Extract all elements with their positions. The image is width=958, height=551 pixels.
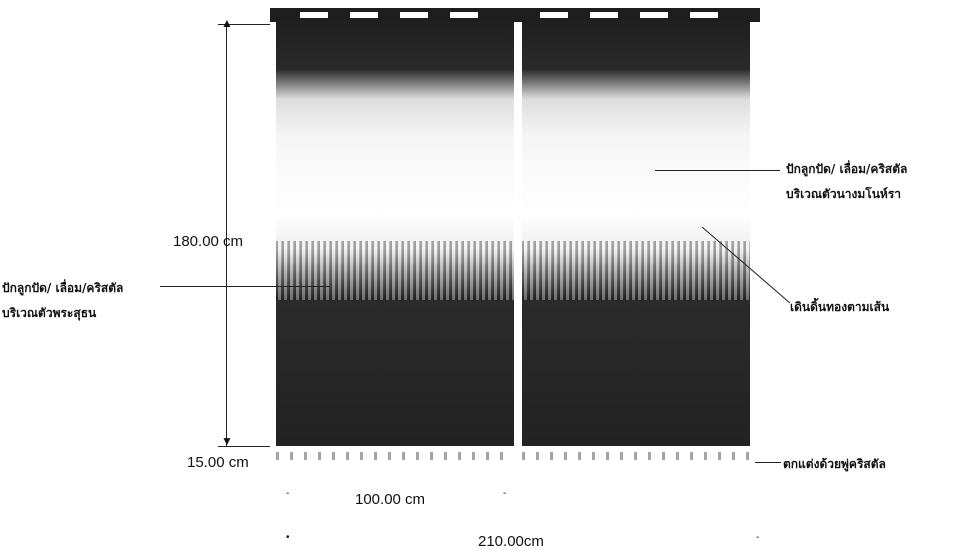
right-bottom-annotation-leader xyxy=(755,462,781,463)
width-total-tick-left: • xyxy=(286,532,290,543)
left-annotation-line2: บริเวณตัวพระสุธน xyxy=(2,306,97,320)
left-annotation-line1: ปักลูกปัด/ เลื่อม/คริสตัล xyxy=(2,281,124,295)
right-mid-annotation: เดินดิ้นทองตามเส้น xyxy=(790,300,890,314)
grass-texture xyxy=(276,240,514,301)
curtain-tab xyxy=(400,12,428,18)
width-panel-tick-left: - xyxy=(286,488,290,499)
width-panel-tick-right: - xyxy=(503,488,507,499)
right-mid-annotation-leader xyxy=(701,226,791,304)
curtain-panel-left xyxy=(276,18,514,446)
curtain-tab xyxy=(590,12,618,18)
curtain-tab xyxy=(450,12,478,18)
curtain-tab xyxy=(350,12,378,18)
right-top-annotation-leader xyxy=(655,170,780,171)
tassel-fringe-left xyxy=(276,452,514,460)
curtain-tab xyxy=(690,12,718,18)
left-annotation-leader xyxy=(160,286,330,287)
right-top-annotation-line1: ปักลูกปัด/ เลื่อม/คริสตัล xyxy=(786,162,908,176)
arrow-up-icon: ▲ xyxy=(221,16,233,30)
grass-texture xyxy=(522,240,750,301)
right-top-annotation-line2: บริเวณตัวนางมโนห์รา xyxy=(786,187,902,201)
curtain-tab xyxy=(300,12,328,18)
tassel-fringe-right xyxy=(522,452,750,460)
height-dimension-line xyxy=(226,24,227,446)
arrow-down-icon: ▼ xyxy=(221,434,233,448)
width-panel-label: 100.00 cm xyxy=(355,491,426,508)
width-total-label: 210.00cm xyxy=(478,533,544,550)
height-dimension-bottom-tick xyxy=(218,446,270,447)
width-total-tick-right: - xyxy=(756,532,760,543)
height-dimension-top-tick xyxy=(218,24,270,25)
height-main-label: 180.00 cm xyxy=(173,233,244,250)
right-bottom-annotation: ตกแต่งด้วยพู่คริสตัล xyxy=(783,457,886,471)
height-bottom-label: 15.00 cm xyxy=(187,454,249,471)
curtain-tab xyxy=(640,12,668,18)
curtain-tab xyxy=(540,12,568,18)
curtain-panel-right xyxy=(522,18,750,446)
